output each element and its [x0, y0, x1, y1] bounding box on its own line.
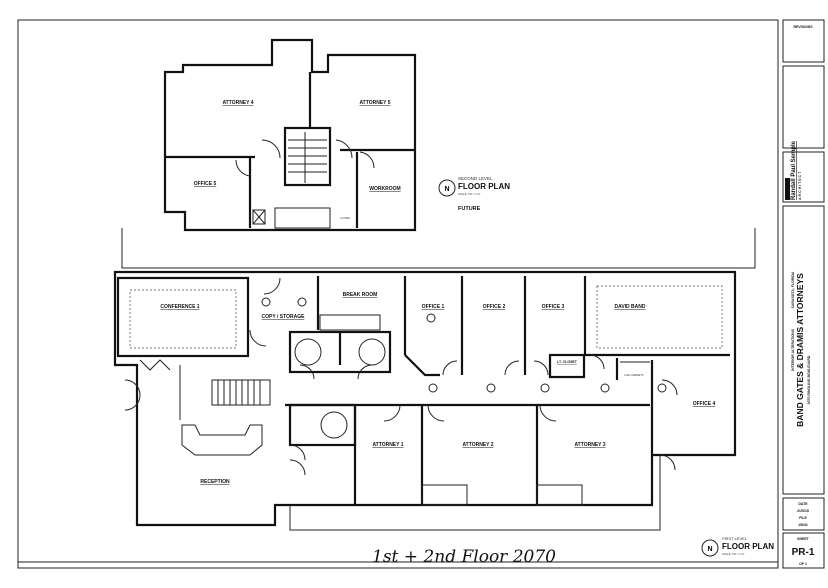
room-label-lt-closet: LT. CLOSET [557, 360, 578, 364]
closet-label: CLOSET [340, 216, 351, 220]
room-label-copy-storage: COPY / STORAGE [262, 314, 306, 320]
second-floor-plan-title: FLOOR PLAN [458, 182, 510, 191]
room-label-attorney-2: ATTORNEY 2 [462, 442, 493, 448]
room-label-office-3: OFFICE 3 [542, 304, 565, 310]
seal-box [782, 65, 825, 149]
north-arrow-icon [701, 539, 719, 557]
architect-box [782, 151, 825, 203]
room-label-office-5: OFFICE 5 [194, 181, 217, 187]
sheet-border [17, 19, 779, 569]
date-label: DATE [798, 502, 808, 506]
room-label-attorney-4: ATTORNEY 4 [222, 100, 253, 106]
project-name: BAND GATES & DRAMIS ATTORNEYS [795, 273, 805, 427]
room-label-office-4: OFFICE 4 [693, 401, 716, 407]
sheet-label: SHEET [797, 537, 810, 541]
title-block: REVISIONS Randall Paul Semple ARCHITECT … [782, 19, 825, 569]
file-value: 15041 [798, 523, 808, 527]
date-value: 2/25/15 [797, 509, 809, 513]
north-arrow-letter: N [444, 186, 449, 193]
first-floor-plan-title: FLOOR PLAN [722, 542, 774, 551]
first-floor-scale: SCALE: 1/8" = 1'-0" [722, 552, 745, 556]
revisions-box [782, 19, 825, 63]
room-label-reception: RECEPTION [200, 479, 230, 485]
room-label-david-band: DAVID BAND [614, 304, 645, 310]
sheet-box [782, 532, 825, 569]
file-cabinets-label: FILE CABINETS [624, 373, 643, 377]
room-label-conference-1: CONFERENCE 1 [160, 304, 199, 310]
project-city: SARASOTA, FLORIDA [791, 271, 795, 308]
room-label-attorney-1: ATTORNEY 1 [372, 442, 403, 448]
first-floor-plan: CONFERENCE 1 COPY / STORAGE BREAK ROOM O… [113, 228, 774, 557]
architect-title: ARCHITECT [798, 171, 802, 200]
sheet-of: OF 1 [799, 562, 807, 566]
first-level-label: FIRST LEVEL [722, 536, 748, 541]
file-label: FILE [799, 516, 807, 520]
room-label-workroom: WORKROOM [369, 186, 400, 192]
project-type: INTERIOR ALTERATIONS [791, 328, 795, 371]
second-floor-scale: SCALE: 1/8" = 1'-0" [458, 192, 481, 196]
room-label-office-1: OFFICE 1 [422, 304, 445, 310]
date-box [782, 497, 825, 531]
north-arrow-icon [438, 179, 456, 197]
project-address: 2070 RINGLING BOULEVARD [807, 355, 811, 404]
room-label-attorney-5: ATTORNEY 5 [359, 100, 390, 106]
north-arrow-letter: N [707, 546, 712, 553]
future-note: FUTURE [458, 206, 481, 212]
second-level-label: SECOND LEVEL [458, 176, 493, 181]
room-label-office-2: OFFICE 2 [483, 304, 506, 310]
project-box [782, 205, 825, 495]
sheet-number: PR-1 [792, 547, 815, 558]
revisions-label: REVISIONS [793, 25, 813, 29]
room-label-attorney-3: ATTORNEY 3 [574, 442, 605, 448]
second-floor-plan: ATTORNEY 4 ATTORNEY 5 OFFICE 5 WORKROOM … [163, 38, 510, 232]
room-label-break-room: BREAK ROOM [343, 292, 378, 298]
handwritten-note: 1st + 2nd Floor 2070 [372, 547, 556, 567]
architect-name: Randall Paul Semple [791, 140, 797, 200]
